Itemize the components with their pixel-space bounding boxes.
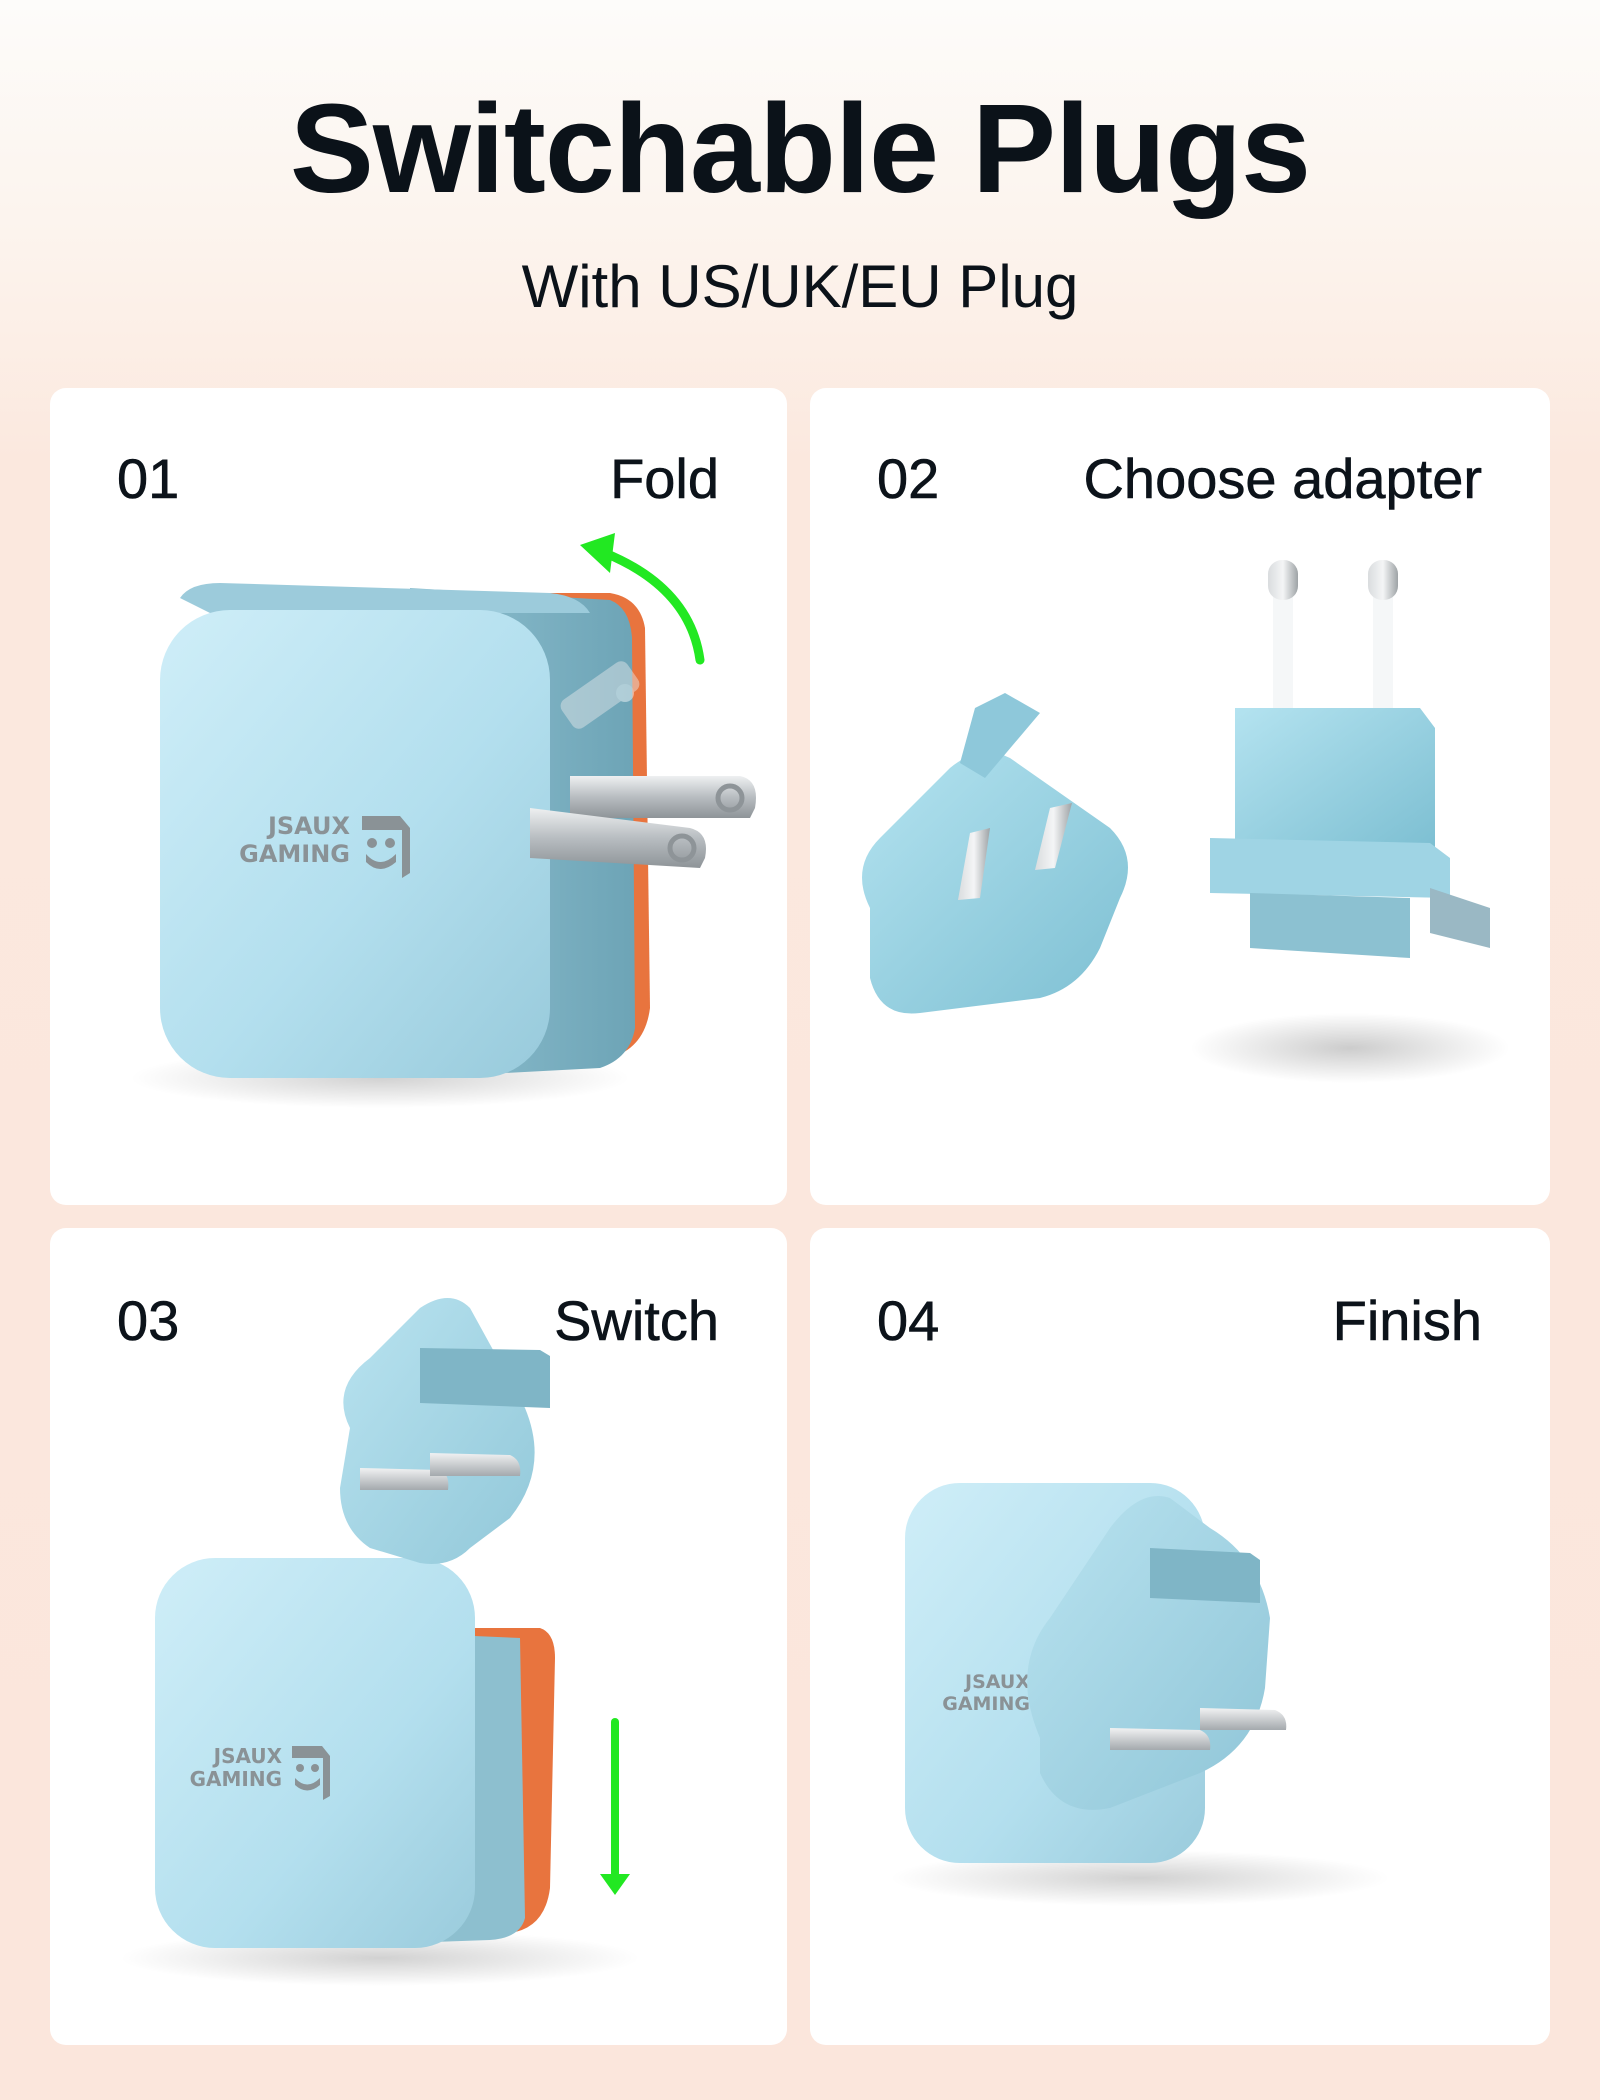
fold-arrow-icon	[600, 548, 705, 665]
step-number: 04	[877, 1289, 940, 1352]
step-card-fold: 01 Fold	[50, 388, 787, 1205]
step-label: Finish	[1332, 1289, 1482, 1352]
charger-finish-image: JSAUX GAMING	[890, 1483, 1390, 1906]
step-number: 03	[117, 1289, 180, 1352]
svg-text:GAMING: GAMING	[190, 1767, 282, 1791]
svg-text:JSAUX: JSAUX	[266, 812, 351, 840]
eu-adapter	[1210, 560, 1490, 958]
page-header: Switchable Plugs With US/UK/EU Plug	[0, 0, 1600, 388]
page-subtitle: With US/UK/EU Plug	[521, 253, 1079, 320]
page-title: Switchable Plugs	[289, 78, 1311, 219]
step-card-finish: 04 Finish	[810, 1228, 1550, 2045]
svg-text:JSAUX: JSAUX	[212, 1744, 283, 1768]
uk-eu-adapters-image	[862, 560, 1510, 1083]
svg-text:GAMING: GAMING	[239, 840, 350, 868]
us-plug-charger-image: JSAUX GAMING	[130, 533, 756, 1108]
charger-switch-image: JSAUX GAMING	[120, 1298, 640, 1986]
step-label: Choose adapter	[1083, 447, 1482, 510]
step-number: 02	[877, 447, 940, 510]
svg-text:GAMING: GAMING	[942, 1693, 1030, 1715]
svg-text:JSAUX: JSAUX	[963, 1671, 1030, 1693]
step-card-choose-adapter: 02 Choose adapter	[810, 388, 1550, 1205]
jsaux-gaming-logo: JSAUX GAMING	[239, 812, 410, 878]
step-card-switch: 03 Switch	[50, 1228, 787, 2045]
uk-adapter	[862, 693, 1128, 1014]
step-number: 01	[117, 447, 180, 510]
step-label: Fold	[610, 447, 720, 510]
step-label: Switch	[554, 1289, 720, 1352]
